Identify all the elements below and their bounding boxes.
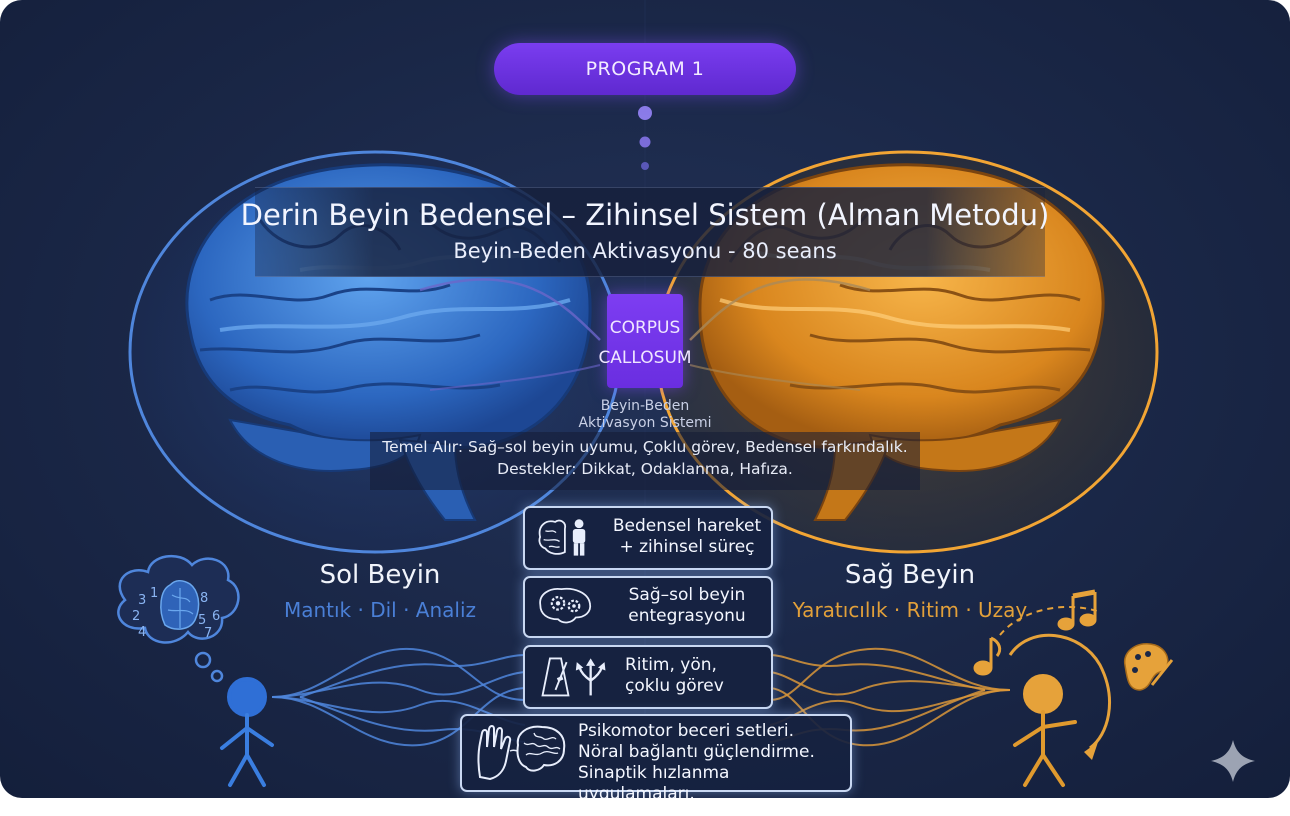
rotation-arrow-icon [1008, 633, 1111, 750]
double-music-note-icon [1057, 589, 1097, 631]
card-2-line-2: entegrasyonu [628, 606, 746, 626]
card-1-line-2: + zihinsel süreç [619, 537, 755, 557]
card-3-line-1: Ritim, yön, [625, 655, 717, 675]
thought-number: 1 [150, 586, 158, 601]
thought-number: 4 [138, 625, 146, 640]
card-1-line-1: Bedensel hareket [612, 516, 762, 536]
info-line-1: Temel Alır: Sağ–sol beyin uyumu, Çoklu g… [382, 438, 908, 456]
card-body-mind: Bedensel hareket + zihinsel süreç [523, 506, 773, 570]
corpus-line-1: CORPUS [609, 318, 681, 338]
activation-system-label: Beyin-Beden Aktivasyon Sistemi [545, 398, 745, 432]
card-4-line-1: Psikomotor beceri setleri. [578, 721, 795, 741]
corpus-callosum-box [607, 294, 683, 388]
card-2-line-1: Sağ–sol beyin [628, 585, 746, 605]
connector-dot [639, 136, 651, 148]
thought-number: 7 [204, 626, 212, 641]
card-4-line-3: Sinaptik hızlanma uygulamaları. [578, 763, 730, 798]
diagram-title: Derin Beyin Bedensel – Zihinsel Sistem (… [240, 198, 1050, 232]
fiber-arc [419, 278, 601, 341]
connector-dot [638, 106, 652, 120]
hand-brain-icon [477, 725, 566, 781]
left-brain-subtitle: Mantık · Dil · Analiz [283, 598, 477, 622]
fiber-arc [689, 278, 871, 341]
connector-dot [641, 162, 649, 170]
sparkle-icon [1211, 740, 1255, 782]
activation-line-2: Aktivasyon Sistemi [578, 415, 712, 431]
fiber-arc [689, 364, 861, 391]
right-person-icon [1013, 674, 1077, 787]
card-rhythm: Ritim, yön, çoklu görev [523, 645, 773, 709]
diagram-subtitle: Beyin-Beden Aktivasyonu - 80 seans [453, 239, 837, 263]
card-psychomotor: Psikomotor beceri setleri. Nöral bağlant… [460, 714, 852, 798]
diagram-canvas: 3 1 2 4 8 5 6 7 [0, 0, 1290, 798]
right-brain-title: Sağ Beyin [844, 560, 976, 590]
brain-body-icon [538, 519, 586, 556]
thought-number: 2 [132, 609, 140, 624]
card-integration: Sağ–sol beyin entegrasyonu [523, 576, 773, 638]
metronome-arrows-icon [541, 657, 606, 697]
activation-line-1: Beyin-Beden [600, 398, 690, 414]
program-badge: PROGRAM 1 [494, 43, 796, 95]
info-line-2: Destekler: Dikkat, Odaklanma, Hafıza. [497, 460, 793, 478]
corpus-callosum-label: CORPUS CALLOSUM [578, 313, 712, 373]
thought-cloud-icon: 3 1 2 4 8 5 6 7 [117, 554, 240, 683]
left-person-icon [220, 677, 274, 787]
arrowhead [1084, 742, 1098, 760]
thought-number: 3 [138, 593, 146, 608]
right-brain-subtitle: Yaratıcılık · Ritim · Uzay [792, 598, 1028, 622]
info-band [370, 432, 920, 490]
paint-palette-icon [1124, 643, 1174, 691]
thought-number: 8 [200, 591, 208, 606]
left-brain-title: Sol Beyin [319, 560, 441, 590]
card-3-line-2: çoklu görev [625, 676, 724, 696]
left-nerve-bundle [271, 647, 526, 747]
corpus-line-2: CALLOSUM [598, 348, 692, 368]
brain-gears-icon [539, 587, 592, 624]
program-label: PROGRAM 1 [585, 58, 705, 80]
fiber-arc [429, 364, 601, 391]
title-band [255, 187, 1045, 277]
thought-number: 6 [212, 609, 220, 624]
card-4-line-2: Nöral bağlantı güçlendirme. [578, 742, 815, 762]
music-note-icon [973, 636, 1002, 676]
thought-number: 5 [198, 613, 206, 628]
